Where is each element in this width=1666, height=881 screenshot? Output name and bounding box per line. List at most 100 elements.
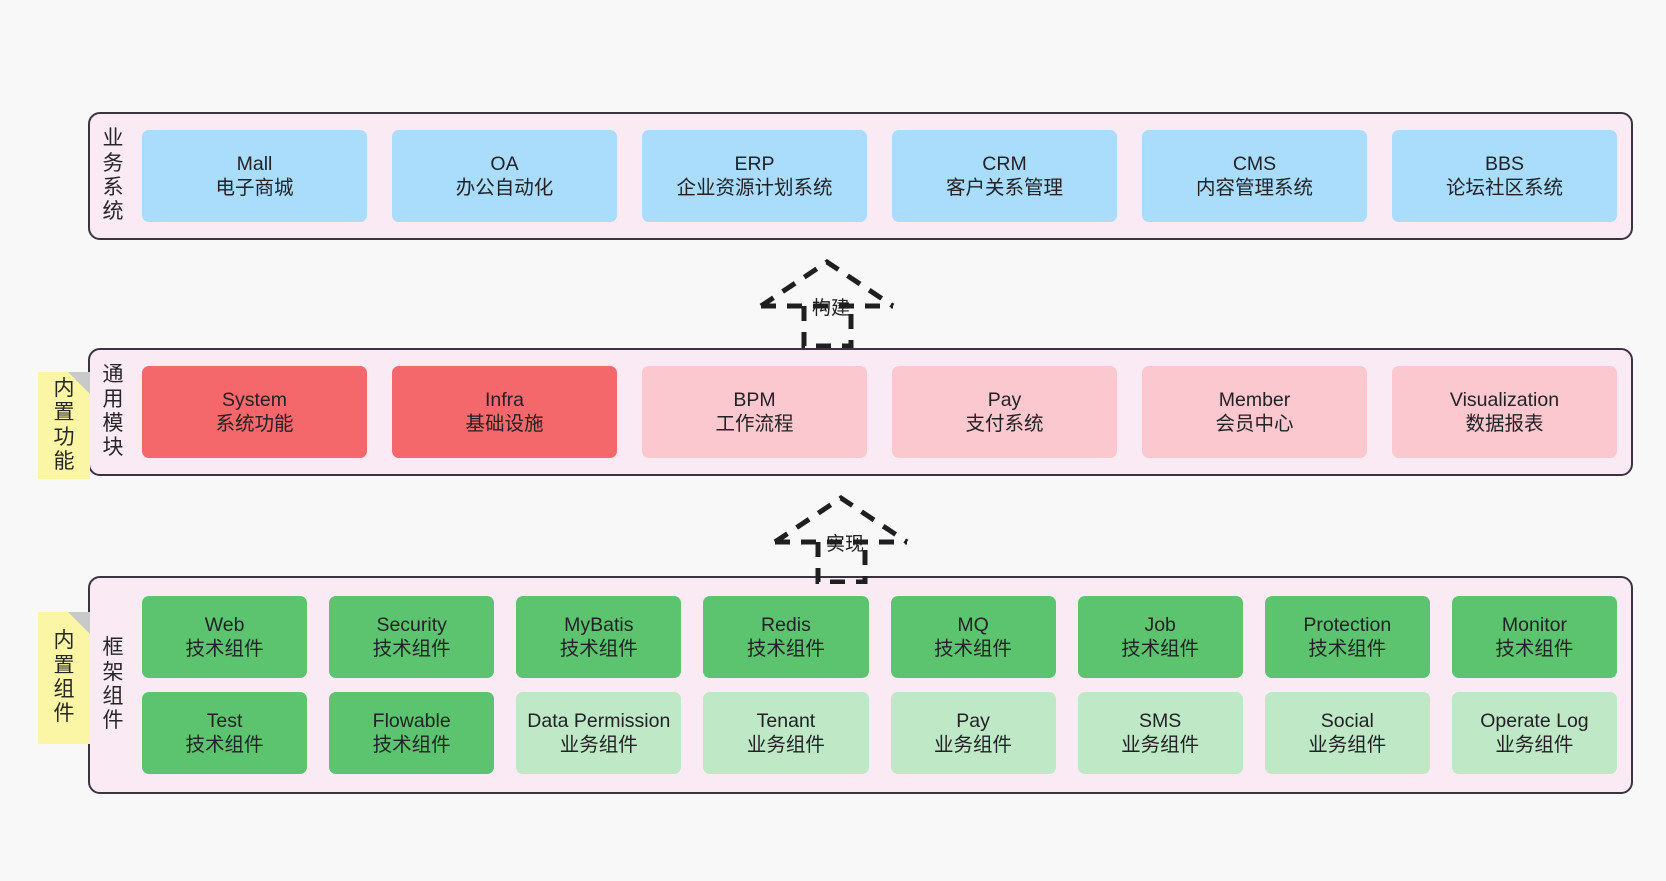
module-cms[interactable]: CMS 内容管理系统	[1142, 130, 1367, 222]
title-char: 块	[102, 436, 124, 460]
layer-business-system-title: 业 务 系 统	[90, 114, 136, 238]
module-pay[interactable]: Pay 支付系统	[892, 366, 1117, 458]
note-char: 功	[53, 425, 75, 449]
module-desc: 支付系统	[965, 413, 1044, 435]
title-char: 务	[102, 151, 124, 175]
module-desc: 客户关系管理	[945, 177, 1063, 199]
component-desc: 技术组件	[934, 638, 1013, 660]
layer-common-module-body: System 系统功能 Infra 基础设施 BPM 工作流程 Pay 支付系统…	[136, 350, 1631, 474]
module-desc: 会员中心	[1215, 413, 1294, 435]
component-redis[interactable]: Redis 技术组件	[703, 596, 869, 678]
component-web[interactable]: Web 技术组件	[142, 596, 308, 678]
title-char: 架	[102, 660, 124, 684]
module-visualization[interactable]: Visualization 数据报表	[1392, 366, 1617, 458]
module-bpm[interactable]: BPM 工作流程	[642, 366, 867, 458]
component-desc: 业务组件	[1121, 734, 1200, 756]
module-desc: 内容管理系统	[1195, 177, 1313, 199]
module-desc: 企业资源计划系统	[676, 177, 833, 199]
component-name: SMS	[1139, 709, 1182, 732]
connector-build-label: 构建	[812, 298, 851, 319]
component-name: MyBatis	[564, 613, 634, 636]
component-data-permission[interactable]: Data Permission 业务组件	[516, 692, 682, 774]
title-char: 组	[102, 685, 124, 708]
component-name: Social	[1320, 709, 1374, 732]
component-name: Job	[1144, 613, 1176, 636]
component-name: Web	[204, 613, 245, 636]
title-char: 用	[102, 387, 124, 411]
component-protection[interactable]: Protection 技术组件	[1264, 596, 1430, 678]
component-mq[interactable]: MQ 技术组件	[890, 596, 1056, 678]
component-desc: 技术组件	[372, 734, 451, 756]
note-char: 件	[53, 702, 75, 726]
business-row: Mall 电子商城 OA 办公自动化 ERP 企业资源计划系统 CRM 客户关系…	[136, 114, 1631, 238]
module-desc: 办公自动化	[455, 177, 554, 199]
component-desc: 业务组件	[1308, 734, 1387, 756]
note-builtin-components: 内 置 组 件	[38, 612, 90, 744]
module-desc: 论坛社区系统	[1445, 177, 1563, 199]
note-char: 置	[53, 653, 75, 677]
component-desc: 技术组件	[1121, 638, 1200, 660]
module-name: OA	[490, 152, 519, 175]
module-infra[interactable]: Infra 基础设施	[392, 366, 617, 458]
component-sms[interactable]: SMS 业务组件	[1077, 692, 1243, 774]
module-name: Mall	[236, 152, 273, 175]
module-bbs[interactable]: BBS 论坛社区系统	[1392, 130, 1617, 222]
component-desc: 技术组件	[746, 638, 825, 660]
module-erp[interactable]: ERP 企业资源计划系统	[642, 130, 867, 222]
note-char: 置	[53, 401, 75, 425]
component-name: Tenant	[756, 709, 816, 732]
layer-framework-components-body: Web 技术组件 Security 技术组件 MyBatis 技术组件 Redi…	[136, 578, 1631, 792]
module-crm[interactable]: CRM 客户关系管理	[892, 130, 1117, 222]
module-desc: 电子商城	[215, 177, 294, 199]
connector-build-arrow	[759, 258, 895, 348]
layer-common-module: 通 用 模 块 System 系统功能 Infra 基础设施 BPM 工作流程	[88, 348, 1633, 476]
module-name: System	[221, 388, 287, 411]
component-name: Flowable	[372, 709, 451, 732]
module-oa[interactable]: OA 办公自动化	[392, 130, 617, 222]
title-char: 通	[102, 363, 124, 387]
component-job[interactable]: Job 技术组件	[1077, 596, 1243, 678]
component-test[interactable]: Test 技术组件	[142, 692, 308, 774]
module-name: BPM	[733, 388, 776, 411]
component-monitor[interactable]: Monitor 技术组件	[1451, 596, 1617, 678]
note-char: 组	[53, 678, 75, 701]
module-desc: 系统功能	[215, 413, 294, 435]
component-social[interactable]: Social 业务组件	[1264, 692, 1430, 774]
component-desc: 业务组件	[746, 734, 825, 756]
component-name: Operate Log	[1480, 709, 1589, 732]
component-pay[interactable]: Pay 业务组件	[890, 692, 1056, 774]
module-mall[interactable]: Mall 电子商城	[142, 130, 367, 222]
component-name: Data Permission	[527, 709, 671, 732]
module-name: CMS	[1232, 152, 1277, 175]
component-flowable[interactable]: Flowable 技术组件	[329, 692, 495, 774]
component-desc: 技术组件	[372, 638, 451, 660]
framework-row-2: Test 技术组件 Flowable 技术组件 Data Permission …	[142, 692, 1617, 774]
component-tenant[interactable]: Tenant 业务组件	[703, 692, 869, 774]
layer-common-module-title: 通 用 模 块	[90, 350, 136, 474]
note-fold-corner	[68, 612, 90, 634]
title-char: 框	[102, 636, 124, 660]
component-mybatis[interactable]: MyBatis 技术组件	[516, 596, 682, 678]
module-system[interactable]: System 系统功能	[142, 366, 367, 458]
note-builtin-features: 内 置 功 能	[38, 372, 90, 479]
module-name: Infra	[484, 388, 525, 411]
layer-framework-components-title: 框 架 组 件	[90, 578, 136, 792]
component-security[interactable]: Security 技术组件	[329, 596, 495, 678]
module-member[interactable]: Member 会员中心	[1142, 366, 1367, 458]
component-desc: 业务组件	[934, 734, 1013, 756]
module-desc: 工作流程	[715, 413, 794, 435]
module-name: CRM	[982, 152, 1027, 175]
note-char: 内	[53, 629, 75, 653]
module-desc: 数据报表	[1465, 413, 1544, 435]
connector-implement-label: 实现	[826, 534, 865, 555]
note-char: 能	[53, 449, 75, 473]
module-name: ERP	[734, 152, 775, 175]
component-name: Security	[376, 613, 447, 636]
title-char: 系	[102, 176, 124, 199]
component-desc: 技术组件	[1495, 638, 1574, 660]
component-operate-log[interactable]: Operate Log 业务组件	[1451, 692, 1617, 774]
layer-business-system-body: Mall 电子商城 OA 办公自动化 ERP 企业资源计划系统 CRM 客户关系…	[136, 114, 1631, 238]
module-name: Visualization	[1449, 388, 1560, 411]
component-name: Redis	[761, 613, 811, 636]
